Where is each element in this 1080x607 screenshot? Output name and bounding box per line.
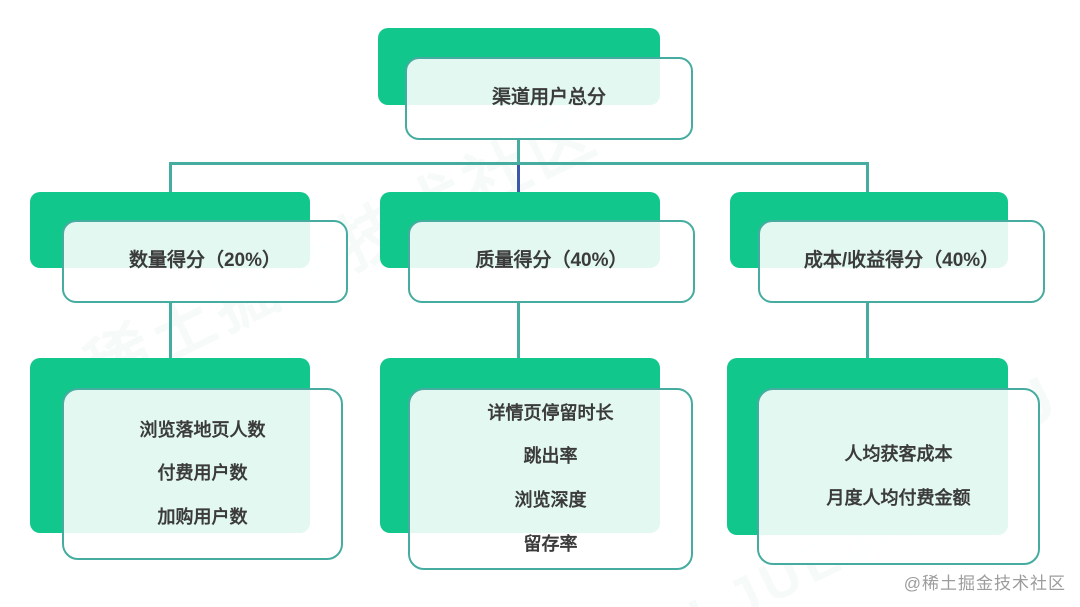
cost-node-card: 成本/收益得分（40%） bbox=[758, 220, 1045, 303]
connector-drop-quantity bbox=[169, 162, 172, 194]
metric-add-to-cart-users: 加购用户数 bbox=[157, 506, 248, 527]
metric-cac-per-user: 人均获客成本 bbox=[844, 443, 953, 464]
quantity-node-label: 数量得分（20%） bbox=[128, 250, 282, 272]
quantity-node-card: 数量得分（20%） bbox=[62, 220, 348, 303]
quality-node-card: 质量得分（40%） bbox=[408, 220, 695, 303]
connector-drop-cost bbox=[866, 162, 869, 194]
connector-drop-quality-blue bbox=[517, 165, 520, 194]
quantity-children-card: 浏览落地页人数 付费用户数 加购用户数 bbox=[62, 388, 343, 560]
metric-browse-depth: 浏览深度 bbox=[514, 490, 587, 510]
cost-children-card: 人均获客成本 月度人均付费金额 bbox=[757, 388, 1040, 565]
metric-monthly-arppu: 月度人均付费金额 bbox=[826, 487, 971, 508]
root-node-label: 渠道用户总分 bbox=[491, 87, 606, 109]
connector-cost-children bbox=[866, 301, 869, 360]
connector-quantity-children bbox=[169, 301, 172, 360]
connector-root-stem bbox=[517, 138, 520, 164]
credit-watermark: @稀土掘金技术社区 bbox=[903, 574, 1066, 593]
quality-children-card: 详情页停留时长 跳出率 浏览深度 留存率 bbox=[408, 388, 693, 570]
metric-landing-page-visitors: 浏览落地页人数 bbox=[139, 419, 266, 440]
metric-detail-page-dwell-time: 详情页停留时长 bbox=[487, 402, 614, 423]
metric-paying-users: 付费用户数 bbox=[157, 463, 248, 484]
connector-bus bbox=[169, 162, 869, 165]
quality-node-label: 质量得分（40%） bbox=[475, 250, 628, 272]
metric-retention-rate: 留存率 bbox=[523, 533, 578, 554]
root-node-card: 渠道用户总分 bbox=[405, 57, 693, 140]
connector-quality-children bbox=[517, 301, 520, 360]
metric-bounce-rate: 跳出率 bbox=[523, 446, 578, 467]
cost-node-label: 成本/收益得分（40%） bbox=[803, 250, 1000, 272]
